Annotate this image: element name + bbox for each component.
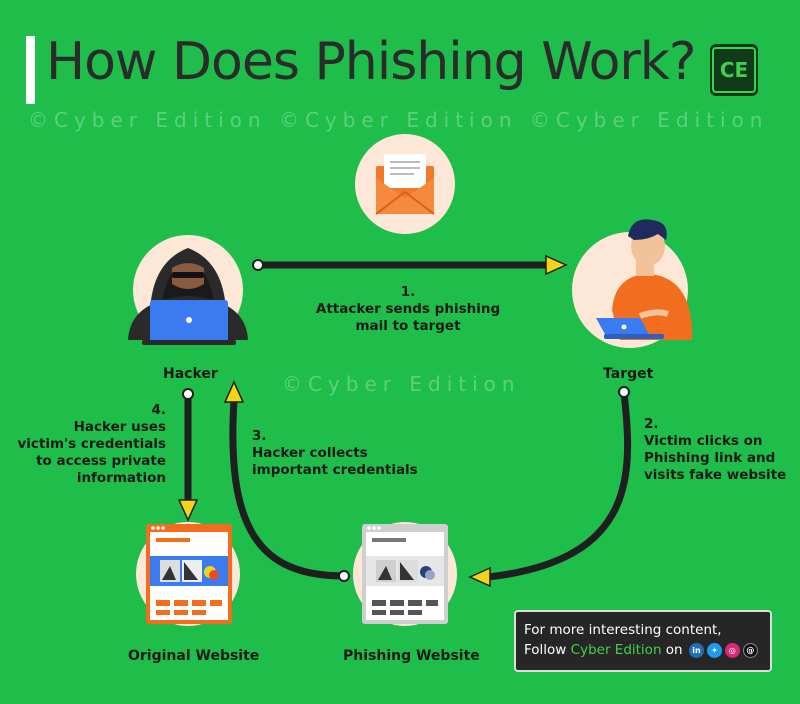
step-4-line-4: information (76, 470, 166, 486)
original-website-label: Original Website (128, 648, 260, 664)
step-3-text: 3. Hacker collects important credentials (252, 428, 442, 479)
step-2-line-1: Victim clicks on (644, 433, 763, 449)
arrow-step-1 (252, 254, 568, 276)
page-title: How Does Phishing Work? (46, 32, 696, 92)
social-icons: in ✦ ◎ @ (688, 642, 758, 658)
step-4-line-1: Hacker uses (73, 419, 166, 435)
phishing-website-label: Phishing Website (343, 648, 480, 664)
target-label: Target (603, 366, 654, 382)
step-4-number: 4. (151, 402, 166, 418)
logo-text: CE (712, 47, 756, 93)
watermark-top: ©Cyber Edition ©Cyber Edition ©Cyber Edi… (28, 108, 769, 132)
step-1-text: 1. Attacker sends phishing mail to targe… (300, 284, 516, 335)
target-person-icon (596, 219, 692, 340)
follow-info-box: For more interesting content, Follow Cyb… (514, 610, 772, 672)
step-2-line-2: Phishing link and (644, 450, 776, 466)
step-2-number: 2. (644, 416, 659, 432)
linkedin-icon[interactable]: in (688, 642, 704, 658)
phishing-website-icon (362, 524, 448, 624)
step-4-line-2: victim's credentials (17, 436, 166, 452)
twitter-icon[interactable]: ✦ (706, 642, 722, 658)
arrow-step-3 (223, 380, 350, 582)
step-2-text: 2. Victim clicks on Phishing link and vi… (644, 416, 794, 484)
step-1-line-2: mail to target (355, 318, 461, 334)
hacker-label: Hacker (163, 366, 218, 382)
follow-text: Follow (524, 642, 567, 658)
step-1-number: 1. (400, 284, 416, 300)
step-3-number: 3. (252, 428, 267, 444)
step-4-line-3: to access private (36, 453, 166, 469)
title-accent-bar (26, 36, 35, 104)
hacker-icon (128, 248, 248, 345)
on-text: on (665, 642, 683, 658)
watermark-middle: ©Cyber Edition (282, 372, 521, 396)
instagram-icon[interactable]: ◎ (724, 642, 740, 658)
envelope-icon (375, 154, 435, 215)
brand-name: Cyber Edition (570, 642, 662, 658)
threads-icon[interactable]: @ (742, 642, 758, 658)
step-3-line-1: Hacker collects (252, 445, 368, 461)
step-3-line-2: important credentials (252, 462, 418, 478)
step-4-text: 4. Hacker uses victim's credentials to a… (4, 402, 166, 487)
arrow-step-2 (468, 386, 632, 588)
info-line-2: Follow Cyber Edition on in ✦ ◎ @ (524, 640, 762, 660)
info-line-1: For more interesting content, (524, 622, 722, 638)
arrow-step-4 (177, 388, 199, 522)
step-2-line-3: visits fake website (644, 467, 787, 483)
step-1-line-1: Attacker sends phishing (315, 301, 501, 317)
cyber-edition-logo: CE (710, 44, 758, 96)
original-website-icon (146, 524, 232, 624)
